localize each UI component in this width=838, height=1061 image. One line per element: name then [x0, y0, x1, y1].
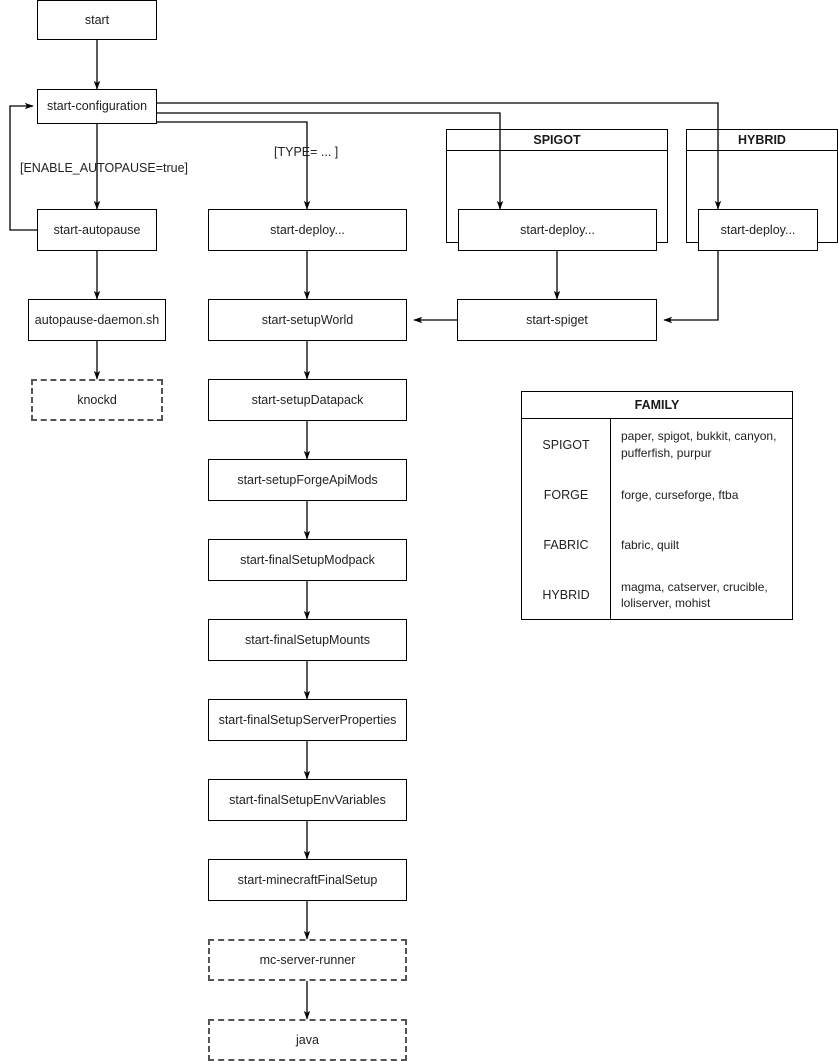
group-hybrid-title: HYBRID: [687, 130, 837, 151]
node-start-configuration[interactable]: start-configuration: [37, 89, 157, 124]
legend-row-value: paper, spigot, bukkit, canyon, pufferfis…: [621, 429, 777, 460]
node-start-setupforgeapimods[interactable]: start-setupForgeApiMods: [208, 459, 407, 501]
legend-row-key: HYBRID: [522, 570, 611, 620]
node-mc-server-runner[interactable]: mc-server-runner: [208, 939, 407, 981]
legend-row-value: forge, curseforge, ftba: [621, 487, 739, 502]
legend-row-key: FABRIC: [522, 520, 611, 570]
node-start-finalsetupserverproperties[interactable]: start-finalSetupServerProperties: [208, 699, 407, 741]
legend-row-key: SPIGOT: [522, 419, 611, 470]
node-knockd[interactable]: knockd: [31, 379, 163, 421]
legend-row-key: FORGE: [522, 470, 611, 520]
edge-label-type: [TYPE= ... ]: [274, 145, 339, 159]
node-start-setupworld[interactable]: start-setupWorld: [208, 299, 407, 341]
node-start-spiget[interactable]: start-spiget: [457, 299, 657, 341]
node-start-deploy-main[interactable]: start-deploy...: [208, 209, 407, 251]
node-start-autopause[interactable]: start-autopause: [37, 209, 157, 251]
node-java[interactable]: java: [208, 1019, 407, 1061]
edge-label-enable-autopause: [ENABLE_AUTOPAUSE=true]: [20, 161, 189, 175]
node-start[interactable]: start: [37, 0, 157, 40]
node-start-minecraftfinalsetup[interactable]: start-minecraftFinalSetup: [208, 859, 407, 901]
node-start-finalsetupenvvariables[interactable]: start-finalSetupEnvVariables: [208, 779, 407, 821]
edge-hybrid-deploy-to-spiget: [663, 251, 719, 324]
legend-body: SPIGOT paper, spigot, bukkit, canyon, pu…: [522, 419, 792, 620]
group-spigot-title: SPIGOT: [447, 130, 667, 151]
legend-row: HYBRID magma, catserver, crucible, lolis…: [522, 570, 792, 620]
node-start-deploy-spigot[interactable]: start-deploy...: [458, 209, 657, 251]
legend-family-table: FAMILY SPIGOT paper, spigot, bukkit, can…: [521, 391, 793, 620]
legend-row-value: fabric, quilt: [621, 537, 680, 552]
node-autopause-daemon-sh[interactable]: autopause-daemon.sh: [28, 299, 166, 341]
node-start-deploy-hybrid[interactable]: start-deploy...: [698, 209, 818, 251]
legend-row: FORGE forge, curseforge, ftba: [522, 470, 792, 520]
legend-row-value: magma, catserver, crucible, loliserver, …: [621, 579, 768, 610]
legend-row: SPIGOT paper, spigot, bukkit, canyon, pu…: [522, 419, 792, 470]
node-start-setupdatapack[interactable]: start-setupDatapack: [208, 379, 407, 421]
node-start-finalsetupmodpack[interactable]: start-finalSetupModpack: [208, 539, 407, 581]
legend-row: FABRIC fabric, quilt: [522, 520, 792, 570]
node-start-finalsetupmounts[interactable]: start-finalSetupMounts: [208, 619, 407, 661]
legend-title: FAMILY: [522, 392, 792, 419]
